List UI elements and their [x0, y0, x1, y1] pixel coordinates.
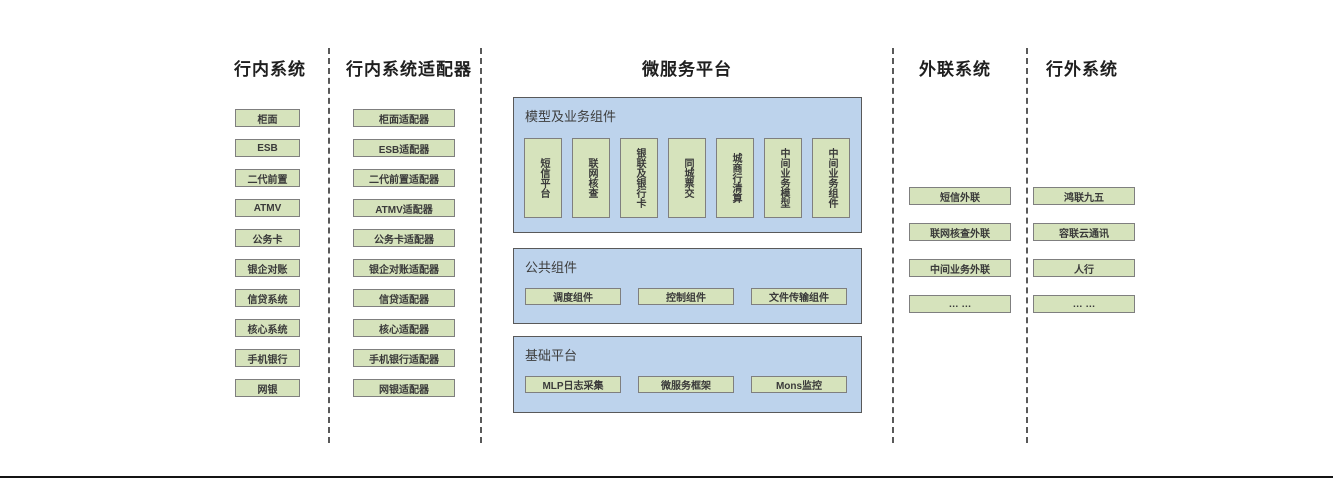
- internal-systems-column: 柜面 ESB 二代前置 ATMV 公务卡 银企对账 信贷系统 核心系统 手机银行…: [235, 109, 300, 397]
- internal-adapters-column: 柜面适配器 ESB适配器 二代前置适配器 ATMV适配器 公务卡适配器 银企对账…: [353, 109, 455, 397]
- adapter-box: ATMV适配器: [353, 199, 455, 217]
- panel-label: 基础平台: [525, 348, 578, 363]
- internal-system-box: 公务卡: [235, 229, 300, 247]
- model-component-box: 中间业务组件: [812, 138, 850, 218]
- internal-system-box: 二代前置: [235, 169, 300, 187]
- model-components-row: 短信平台 联网核查 银联及银行卡 同城票交 城商行清算 中间业务模型 中间业务组…: [524, 138, 850, 218]
- outreach-system-box: 联网核查外联: [909, 223, 1011, 241]
- base-platform-box: MLP日志采集: [525, 376, 621, 393]
- adapter-box: ESB适配器: [353, 139, 455, 157]
- common-component-box: 文件传输组件: [751, 288, 847, 305]
- outreach-system-box: … …: [909, 295, 1011, 313]
- base-platform-box: Mons监控: [751, 376, 847, 393]
- common-component-box: 控制组件: [638, 288, 734, 305]
- base-platform-panel: 基础平台 MLP日志采集 微服务框架 Mons监控: [513, 336, 862, 413]
- common-components-panel: 公共组件 调度组件 控制组件 文件传输组件: [513, 248, 862, 324]
- column-header-internal-adapters: 行内系统适配器: [346, 60, 472, 79]
- common-component-box: 调度组件: [525, 288, 621, 305]
- external-systems-column: 鸿联九五 容联云通讯 人行 … …: [1033, 187, 1135, 313]
- internal-system-box: 银企对账: [235, 259, 300, 277]
- external-system-box: 容联云通讯: [1033, 223, 1135, 241]
- column-header-outreach-systems: 外联系统: [919, 60, 991, 79]
- model-component-box: 同城票交: [668, 138, 706, 218]
- column-divider: [328, 48, 330, 443]
- column-divider: [892, 48, 894, 443]
- internal-system-box: 手机银行: [235, 349, 300, 367]
- adapter-box: 银企对账适配器: [353, 259, 455, 277]
- model-business-components-panel: 模型及业务组件 短信平台 联网核查 银联及银行卡 同城票交 城商行清算 中间业务…: [513, 97, 862, 233]
- panel-label: 公共组件: [525, 260, 578, 275]
- internal-system-box: 信贷系统: [235, 289, 300, 307]
- adapter-box: 信贷适配器: [353, 289, 455, 307]
- column-header-external-systems: 行外系统: [1046, 60, 1118, 79]
- model-component-box: 联网核查: [572, 138, 610, 218]
- model-component-box: 短信平台: [524, 138, 562, 218]
- bottom-rule: [0, 476, 1333, 478]
- base-platform-box: 微服务框架: [638, 376, 734, 393]
- adapter-box: 二代前置适配器: [353, 169, 455, 187]
- outreach-systems-column: 短信外联 联网核查外联 中间业务外联 … …: [909, 187, 1011, 313]
- internal-system-box: 核心系统: [235, 319, 300, 337]
- panel-label: 模型及业务组件: [525, 109, 617, 124]
- column-header-microservice-platform: 微服务平台: [642, 60, 732, 79]
- base-platform-row: MLP日志采集 微服务框架 Mons监控: [525, 376, 847, 393]
- model-component-box: 中间业务模型: [764, 138, 802, 218]
- internal-system-box: 网银: [235, 379, 300, 397]
- column-divider: [480, 48, 482, 443]
- adapter-box: 核心适配器: [353, 319, 455, 337]
- internal-system-box: ESB: [235, 139, 300, 157]
- adapter-box: 手机银行适配器: [353, 349, 455, 367]
- column-header-internal-systems: 行内系统: [234, 60, 306, 79]
- model-component-box: 银联及银行卡: [620, 138, 658, 218]
- column-divider: [1026, 48, 1028, 443]
- internal-system-box: ATMV: [235, 199, 300, 217]
- outreach-system-box: 中间业务外联: [909, 259, 1011, 277]
- external-system-box: 人行: [1033, 259, 1135, 277]
- external-system-box: … …: [1033, 295, 1135, 313]
- adapter-box: 公务卡适配器: [353, 229, 455, 247]
- common-components-row: 调度组件 控制组件 文件传输组件: [525, 288, 847, 305]
- internal-system-box: 柜面: [235, 109, 300, 127]
- model-component-box: 城商行清算: [716, 138, 754, 218]
- adapter-box: 柜面适配器: [353, 109, 455, 127]
- outreach-system-box: 短信外联: [909, 187, 1011, 205]
- external-system-box: 鸿联九五: [1033, 187, 1135, 205]
- adapter-box: 网银适配器: [353, 379, 455, 397]
